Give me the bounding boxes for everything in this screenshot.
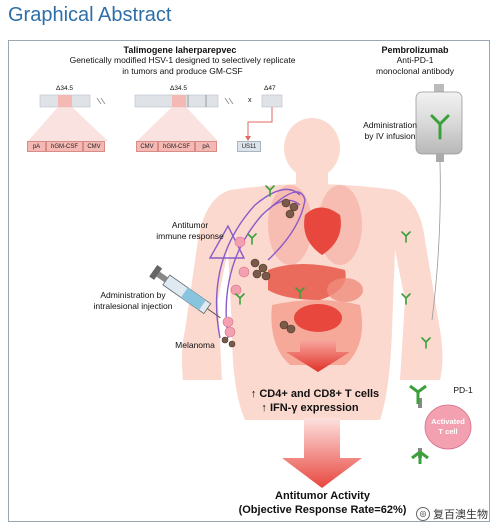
inject-label-1: Administration by [100,290,166,300]
result-arrow [282,418,362,488]
right-drug-name: Pembrolizumab [381,45,449,55]
melanoma-label: Melanoma [175,340,215,350]
tcell-cluster [222,236,250,338]
genome-delta-3: Δ47 [264,85,276,92]
iv-label-2: by IV infusion [364,131,416,141]
gene-box-mid-2: hGM-CSF [158,141,195,152]
gene-box-mid-1: CMV [136,141,158,152]
inject-label-2: intralesional injection [93,301,173,311]
right-drug-line-2: monoclonal antibody [376,66,454,76]
gene-box-left-1: pA [27,141,46,152]
genome-map [28,94,283,141]
abstract-frame [8,40,490,522]
right-drug-line-1: Anti-PD-1 [396,55,434,65]
watermark-text: 复百澳生物 [433,509,488,521]
activated-tcell-diagram [409,384,472,464]
result-line-1: ↑ CD4+ and CD8+ T cells [250,388,380,400]
watermark-icon: ◎ [416,507,430,521]
gene-box-left-2: hGM-CSF [46,141,83,152]
tcell-label-2: T cell [438,427,458,436]
antibody-scatter [235,185,431,349]
immune-label-1: Antitumor [171,220,209,230]
genome-delta-1: Δ34.5 [56,85,73,92]
organs [268,185,363,372]
gene-box-left-3: CMV [83,141,105,152]
virus-particles [221,198,299,348]
iv-label-1: Administration [363,120,417,130]
tcell-label-1: Activated [431,417,465,426]
watermark: ◎ 复百澳生物 [416,506,488,522]
left-drug-desc-1: Genetically modified HSV-1 designed to s… [69,55,296,65]
gene-box-us11: US11 [237,141,261,152]
genome-delta-2: Δ34.5 [170,85,187,92]
immune-label-2: immune response [156,231,224,241]
syringe [149,265,221,319]
gene-box-mid-3: pA [195,141,217,152]
iv-bag [415,84,463,321]
activity-line-2: (Objective Response Rate=62%) [238,504,407,516]
result-line-2: ↑ IFN-γ expression [261,402,359,414]
left-drug-name: Talimogene laherparepvec [123,45,237,55]
pd1-label: PD-1 [453,385,473,395]
genome-x-mark: x [248,97,252,104]
left-drug-desc-2: in tumors and produce GM-CSF [122,66,243,76]
activity-line-1: Antitumor Activity [275,490,370,502]
page-title: Graphical Abstract [8,4,172,26]
